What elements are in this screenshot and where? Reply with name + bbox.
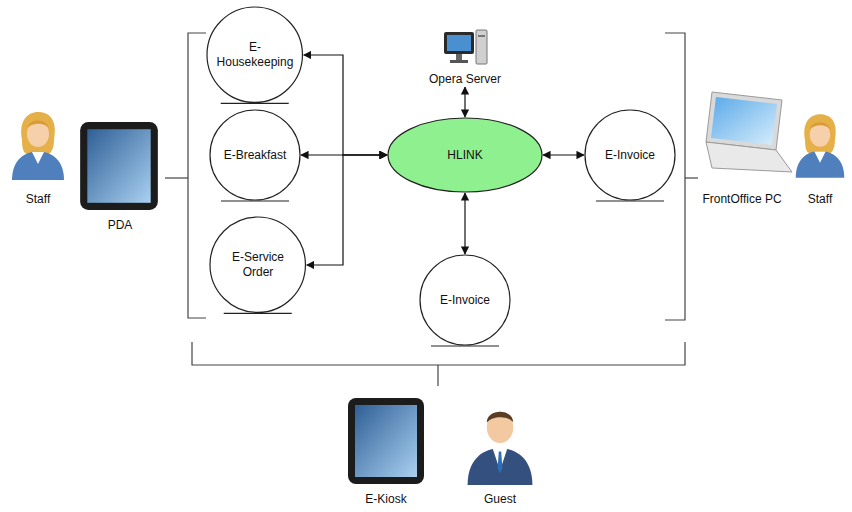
- connector-arrow: [307, 155, 387, 265]
- caption-label: Staff: [26, 192, 50, 207]
- circle-underline: [431, 345, 499, 346]
- node-label: E-Invoice: [605, 148, 655, 163]
- server-icon-part: [478, 35, 485, 37]
- illustration-part: [706, 92, 792, 172]
- caption-label: Guest: [484, 492, 516, 507]
- node-label: E-Breakfast: [224, 148, 287, 163]
- node-label: HLINK: [447, 148, 482, 163]
- connector-arrow: [464, 87, 465, 117]
- illustration-part: [706, 92, 782, 150]
- node-label: E-Service Order: [218, 250, 298, 280]
- circle-shape: [420, 255, 510, 345]
- connector-arrow: [304, 55, 387, 155]
- server-icon-part: [476, 30, 487, 64]
- illustration-part: [192, 342, 685, 365]
- circle-shape: [210, 217, 305, 312]
- caption-label: FrontOffice PC: [702, 192, 781, 207]
- connector-arrow: [464, 193, 465, 254]
- node-label: Opera Server: [427, 72, 503, 87]
- illustration-part: [468, 412, 533, 485]
- caption-label: E-Kiosk: [365, 492, 406, 507]
- server-icon-part: [456, 54, 462, 60]
- illustration-part: [165, 177, 188, 178]
- server-icon-part: [447, 35, 471, 51]
- node-label: E- Housekeeping: [215, 40, 295, 70]
- illustration-part: [12, 112, 64, 180]
- illustration-part: [685, 177, 698, 178]
- illustration-part: [706, 142, 792, 172]
- illustration-part: [80, 122, 158, 210]
- process-circle: E-Invoice: [419, 254, 511, 346]
- circle-shape: [210, 110, 300, 200]
- circle-underline: [224, 313, 292, 314]
- illustration-part: [188, 33, 206, 318]
- circle-underline: [596, 200, 664, 201]
- illustration-part: [796, 114, 845, 177]
- connector-arrow: [543, 154, 584, 155]
- process-circle: E- Housekeeping: [206, 6, 303, 103]
- server-icon-part: [444, 32, 474, 54]
- process-circle: E-Invoice: [584, 109, 676, 201]
- process-circle: E-Service Order: [209, 216, 306, 313]
- server-icon: [440, 26, 490, 72]
- process-circle: E-Breakfast: [209, 109, 301, 201]
- caption-label: PDA: [108, 218, 133, 233]
- hub-ellipse: HLINK: [387, 117, 543, 193]
- node-label: E-Invoice: [440, 293, 490, 308]
- circle-shape: [207, 7, 302, 102]
- server-node: Opera Server: [425, 26, 505, 87]
- server-icon-part: [450, 60, 468, 63]
- illustration-part: [437, 365, 438, 386]
- ellipse-shape: [388, 118, 542, 192]
- circle-underline: [221, 200, 289, 201]
- caption-label: Staff: [808, 192, 832, 207]
- circle-shape: [585, 110, 675, 200]
- circle-underline: [221, 103, 289, 104]
- illustration-part: [348, 398, 424, 484]
- illustration-part: [711, 97, 777, 145]
